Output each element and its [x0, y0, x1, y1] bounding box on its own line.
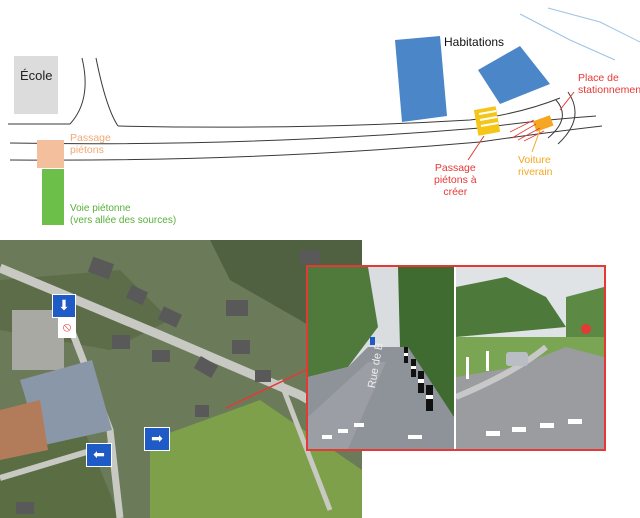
parking-hatch	[509, 119, 545, 142]
new-crossing	[473, 106, 501, 136]
arrow-car	[531, 129, 541, 153]
housing-block-1	[395, 36, 447, 122]
street-photos-inset: Rue de B	[306, 265, 606, 451]
road-edge	[69, 57, 86, 125]
plan-drawing	[8, 7, 640, 225]
road-east	[277, 379, 333, 511]
road-edge	[547, 99, 563, 139]
parked-car	[506, 352, 528, 366]
school-building	[14, 56, 58, 114]
pedestrian-path	[42, 169, 64, 225]
river-line-2	[519, 13, 616, 61]
school-roof-2	[0, 400, 48, 460]
resident-car	[532, 115, 554, 132]
arrow-right-sign: ➡	[144, 427, 170, 451]
field-green	[150, 400, 362, 518]
inset-link-line	[225, 369, 307, 409]
parking-lot	[12, 310, 64, 370]
road-edge	[117, 97, 561, 128]
houses	[16, 250, 320, 514]
site-plan: École Habitations Passage piétons Voie p…	[0, 0, 640, 232]
no-entry-sign-photo	[581, 324, 591, 334]
street-photo-right	[456, 267, 604, 449]
arrow-new-crossing	[467, 135, 485, 161]
river-line	[547, 7, 640, 43]
arrow-left-sign: ⬅	[86, 443, 112, 467]
existing-crossing-label: Passage piétons	[70, 132, 111, 156]
one-way-down-sign: ⬇	[52, 294, 76, 318]
housing-label: Habitations	[444, 35, 505, 49]
bollards	[404, 347, 433, 411]
road-edge	[9, 125, 603, 161]
resident-car-label: Voiture riverain	[518, 154, 553, 178]
existing-crossing	[37, 140, 64, 168]
pedestrian-path-label: Voie piétonne (vers allée des sources)	[70, 203, 177, 226]
no-entry-sign: ⦸	[58, 318, 76, 338]
school-label: École	[20, 68, 53, 83]
new-crossing-label: Passage piétons à créer	[434, 162, 477, 198]
street-photo-left: Rue de B	[308, 267, 454, 449]
arrow-parking	[559, 91, 575, 111]
road-edge	[95, 57, 119, 127]
housing-block-2	[478, 46, 550, 104]
parking-label: Place de stationnemen	[578, 72, 640, 96]
